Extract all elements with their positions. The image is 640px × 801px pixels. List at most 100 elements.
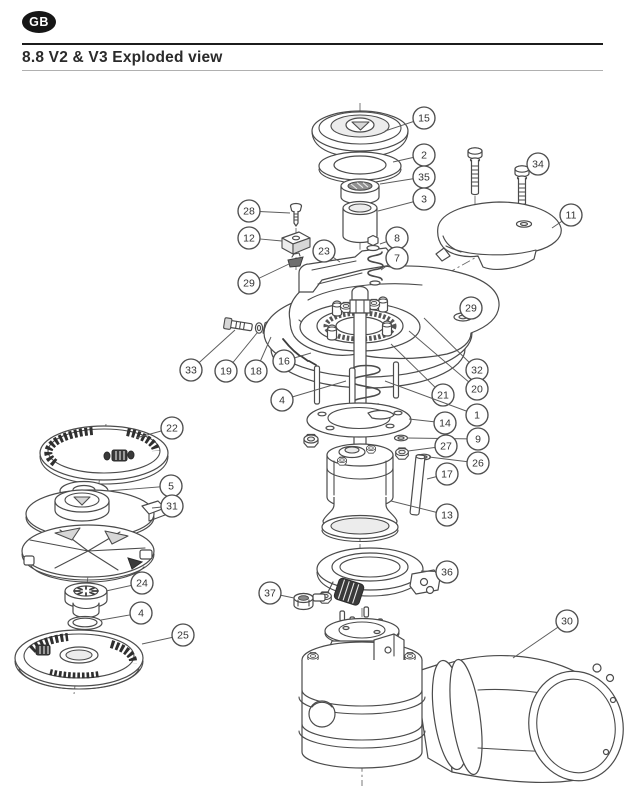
page-title: 8.8 V2 & V3 Exploded view bbox=[22, 49, 223, 66]
callout-36: 36 bbox=[420, 560, 459, 584]
svg-text:33: 33 bbox=[185, 365, 197, 377]
part-pawl-bolt bbox=[366, 234, 380, 252]
svg-text:36: 36 bbox=[441, 567, 453, 579]
callout-17: 17 bbox=[426, 462, 459, 486]
svg-text:2: 2 bbox=[421, 150, 427, 162]
callout-31: 31 bbox=[151, 494, 184, 518]
svg-text:35: 35 bbox=[418, 172, 430, 184]
part-deck-cover bbox=[435, 201, 562, 270]
svg-text:14: 14 bbox=[439, 418, 451, 430]
svg-text:3: 3 bbox=[421, 194, 427, 206]
svg-text:17: 17 bbox=[441, 469, 453, 481]
callout-20: 20 bbox=[408, 330, 489, 401]
part-gearbox bbox=[298, 606, 426, 769]
part-set-bolt bbox=[223, 317, 253, 332]
callout-30: 30 bbox=[512, 609, 579, 659]
callout-35: 35 bbox=[379, 165, 436, 189]
svg-text:31: 31 bbox=[166, 501, 178, 513]
callout-24: 24 bbox=[105, 571, 154, 595]
svg-text:29: 29 bbox=[243, 278, 255, 290]
callout-19: 19 bbox=[214, 332, 258, 383]
title-rule bbox=[22, 70, 603, 72]
part-spacer-sleeve bbox=[342, 200, 378, 244]
callout-14: 14 bbox=[408, 411, 457, 435]
svg-text:20: 20 bbox=[471, 384, 483, 396]
callout-2: 2 bbox=[392, 143, 436, 167]
svg-text:19: 19 bbox=[220, 366, 232, 378]
callout-18: 18 bbox=[244, 336, 272, 383]
part-clamp-ring bbox=[312, 547, 441, 606]
part-drum-top-cap bbox=[39, 425, 169, 485]
svg-text:25: 25 bbox=[177, 630, 189, 642]
svg-text:4: 4 bbox=[138, 608, 144, 620]
callout-37: 37 bbox=[258, 581, 295, 605]
svg-text:15: 15 bbox=[418, 113, 430, 125]
svg-text:18: 18 bbox=[250, 366, 262, 378]
part-gypsy-chainwheel bbox=[21, 524, 155, 583]
svg-text:26: 26 bbox=[472, 458, 484, 470]
svg-text:9: 9 bbox=[475, 434, 481, 446]
svg-text:37: 37 bbox=[264, 588, 276, 600]
svg-text:21: 21 bbox=[437, 390, 449, 402]
part-clutch-housing bbox=[326, 443, 394, 509]
svg-text:4: 4 bbox=[279, 395, 285, 407]
part-stud-long bbox=[409, 454, 426, 516]
svg-text:24: 24 bbox=[136, 578, 148, 590]
callout-34: 34 bbox=[526, 152, 550, 176]
svg-text:7: 7 bbox=[394, 253, 400, 265]
svg-text:11: 11 bbox=[566, 210, 577, 222]
part-spline-bushing bbox=[64, 582, 108, 619]
svg-text:28: 28 bbox=[243, 206, 255, 218]
part-small-washer bbox=[254, 322, 264, 334]
callout-26: 26 bbox=[428, 451, 490, 475]
svg-text:5: 5 bbox=[168, 481, 174, 493]
part-motor bbox=[414, 654, 624, 784]
callout-23: 23 bbox=[312, 239, 341, 263]
callout-22: 22 bbox=[135, 416, 184, 440]
part-clamp-block bbox=[281, 231, 311, 255]
svg-text:16: 16 bbox=[278, 356, 290, 368]
callout-29: 29 bbox=[237, 263, 290, 295]
callout-27: 27 bbox=[407, 434, 458, 458]
callout-13: 13 bbox=[390, 500, 459, 527]
callout-29: 29 bbox=[459, 296, 483, 320]
callout-28: 28 bbox=[237, 199, 291, 223]
svg-text:8: 8 bbox=[394, 233, 400, 245]
svg-text:29: 29 bbox=[465, 303, 477, 315]
part-top-cap bbox=[311, 110, 409, 158]
part-top-washer bbox=[318, 151, 402, 184]
part-grub-screw bbox=[289, 202, 303, 227]
callout-15: 15 bbox=[384, 106, 436, 132]
svg-text:22: 22 bbox=[166, 423, 178, 435]
part-pawl-spring bbox=[367, 251, 384, 286]
callout-33: 33 bbox=[179, 329, 236, 382]
callout-12: 12 bbox=[237, 226, 283, 250]
svg-text:30: 30 bbox=[561, 616, 573, 628]
part-lock-nut bbox=[293, 592, 314, 611]
callout-9: 9 bbox=[406, 427, 490, 451]
part-bell-skirt bbox=[321, 497, 399, 543]
callout-16: 16 bbox=[272, 349, 312, 373]
svg-text:23: 23 bbox=[318, 246, 330, 258]
part-base-flange bbox=[306, 402, 412, 438]
callout-8: 8 bbox=[379, 226, 409, 250]
svg-text:32: 32 bbox=[471, 365, 483, 377]
part-drum-base bbox=[25, 489, 166, 541]
locale-badge: GB bbox=[22, 11, 56, 33]
part-o-ring bbox=[67, 615, 103, 631]
svg-text:1: 1 bbox=[474, 410, 480, 422]
callout-25: 25 bbox=[141, 623, 195, 647]
svg-text:27: 27 bbox=[440, 441, 452, 453]
part-bearing bbox=[340, 178, 380, 205]
part-drum-bottom bbox=[14, 629, 144, 690]
callout-4: 4 bbox=[100, 601, 153, 625]
svg-text:34: 34 bbox=[532, 159, 544, 171]
callout-7: 7 bbox=[380, 246, 409, 271]
svg-text:13: 13 bbox=[441, 510, 453, 522]
part-wedge-insert bbox=[287, 252, 304, 268]
part-mount-studs bbox=[313, 361, 400, 419]
callout-4: 4 bbox=[270, 380, 347, 412]
